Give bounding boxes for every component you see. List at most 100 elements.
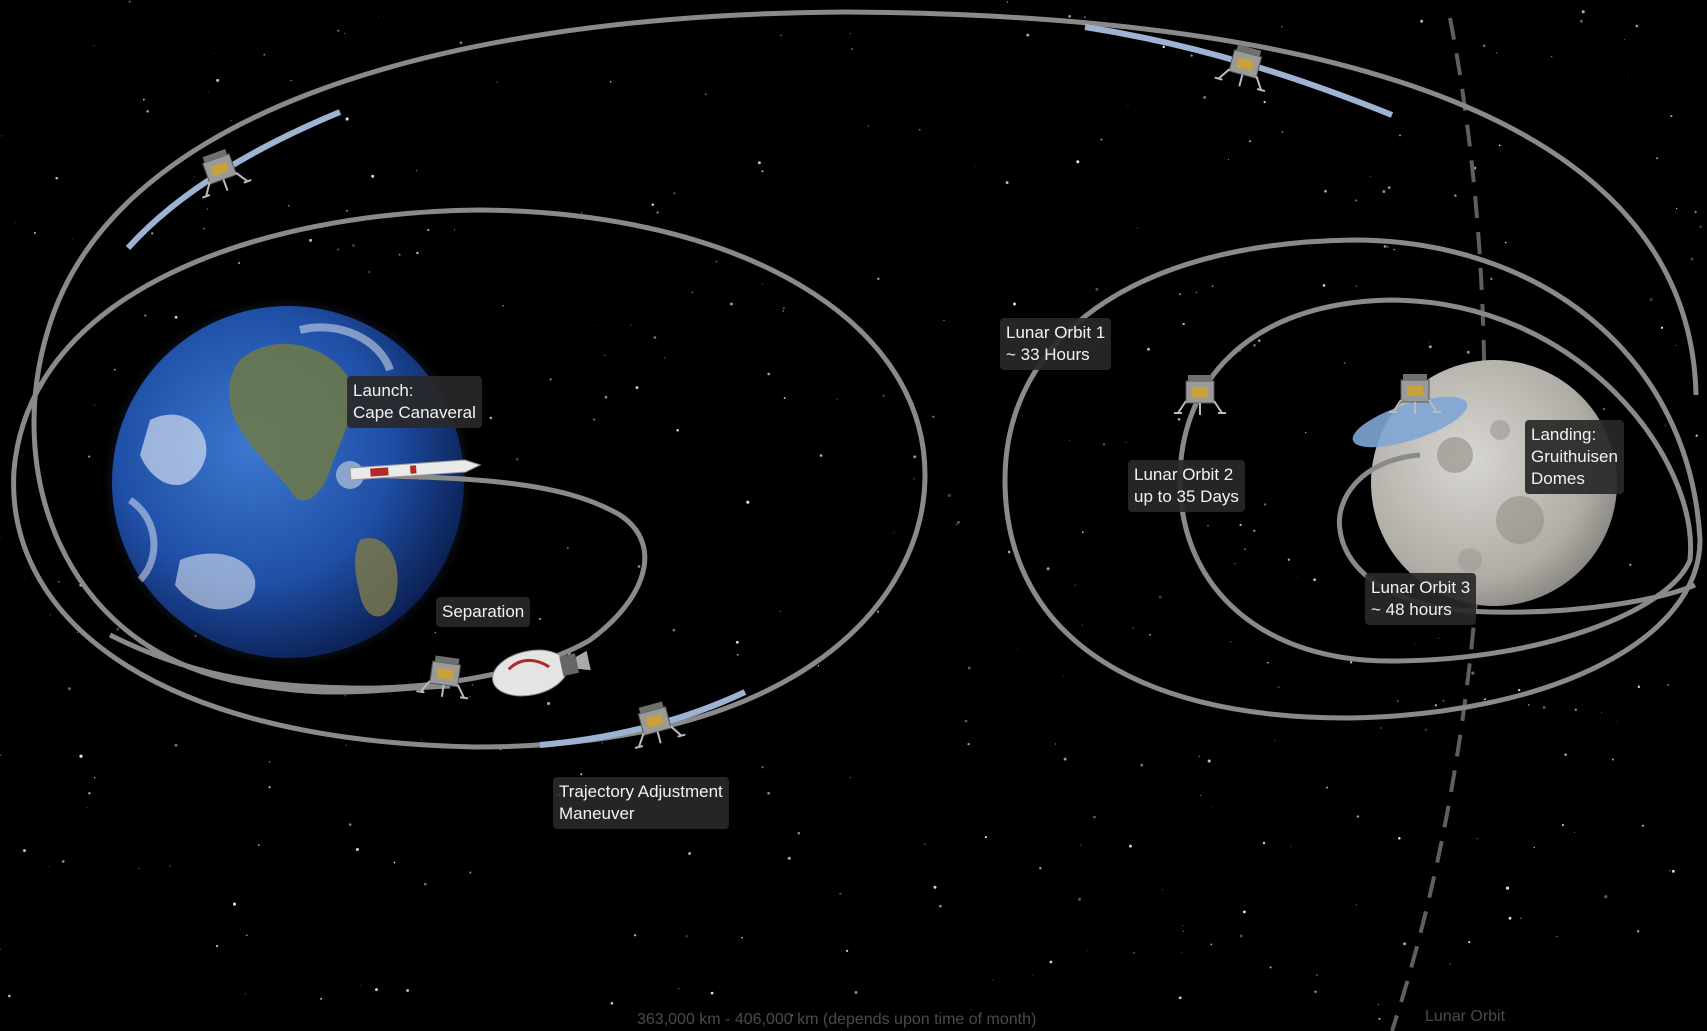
star bbox=[672, 628, 676, 632]
star bbox=[1690, 257, 1694, 261]
star bbox=[1074, 584, 1077, 586]
star bbox=[1100, 138, 1103, 141]
star bbox=[375, 988, 378, 992]
star bbox=[1274, 740, 1276, 742]
star bbox=[918, 128, 921, 131]
star bbox=[1326, 786, 1328, 789]
lunar-orbit-dashed-path bbox=[1390, 17, 1487, 1031]
star bbox=[1244, 904, 1246, 906]
star bbox=[1676, 207, 1678, 210]
star bbox=[850, 777, 852, 778]
star bbox=[1387, 186, 1391, 190]
landing-label-line: Landing: bbox=[1531, 425, 1597, 444]
star bbox=[378, 15, 379, 17]
star bbox=[549, 378, 552, 381]
star bbox=[245, 934, 248, 937]
star bbox=[690, 647, 691, 649]
star bbox=[1158, 595, 1162, 599]
star bbox=[1086, 950, 1088, 952]
star bbox=[1579, 19, 1583, 23]
star bbox=[1482, 44, 1486, 48]
star bbox=[1542, 705, 1546, 709]
star bbox=[951, 612, 953, 614]
star bbox=[1611, 758, 1615, 761]
star bbox=[1360, 792, 1362, 794]
distance-caption: 363,000 km - 406,000 km (depends upon ti… bbox=[637, 1011, 1037, 1028]
lunar-orbit-1-label-line: Lunar Orbit 1 bbox=[1006, 323, 1106, 342]
star bbox=[94, 404, 96, 406]
star bbox=[849, 33, 851, 35]
star bbox=[1068, 15, 1071, 18]
star bbox=[1296, 577, 1298, 579]
star bbox=[1032, 974, 1034, 976]
star bbox=[1153, 206, 1155, 208]
star bbox=[24, 577, 26, 578]
trajectory-adjustment-label: Trajectory Adjustment Maneuver bbox=[553, 777, 729, 829]
star bbox=[1078, 897, 1081, 901]
star bbox=[876, 610, 880, 613]
star bbox=[1147, 347, 1150, 351]
phasing-orbit-path bbox=[11, 207, 928, 750]
star bbox=[1305, 431, 1307, 434]
star bbox=[604, 354, 606, 356]
star bbox=[136, 111, 138, 113]
upper-stage-icon bbox=[492, 649, 591, 697]
star bbox=[779, 34, 783, 37]
star bbox=[1442, 699, 1445, 702]
star bbox=[1162, 45, 1165, 49]
star bbox=[1476, 838, 1478, 840]
star bbox=[427, 228, 430, 232]
star bbox=[580, 211, 584, 214]
star bbox=[653, 336, 657, 339]
star bbox=[216, 78, 220, 82]
star bbox=[913, 455, 917, 459]
landing-label-line: Gruithuisen bbox=[1531, 447, 1618, 466]
star bbox=[1604, 895, 1608, 899]
star bbox=[1616, 720, 1618, 723]
star bbox=[1564, 753, 1567, 756]
star bbox=[1505, 886, 1510, 890]
star bbox=[1561, 823, 1565, 827]
star bbox=[1484, 698, 1487, 701]
star bbox=[1623, 39, 1625, 41]
landing-site-marker bbox=[1352, 396, 1468, 448]
star bbox=[1093, 815, 1096, 819]
star bbox=[782, 309, 785, 312]
star bbox=[637, 565, 641, 568]
star bbox=[967, 742, 970, 746]
star bbox=[845, 949, 849, 953]
star bbox=[566, 547, 569, 550]
star bbox=[208, 91, 209, 93]
star bbox=[767, 791, 770, 795]
star bbox=[1046, 567, 1050, 571]
star bbox=[1414, 644, 1416, 646]
star bbox=[459, 41, 463, 45]
star bbox=[633, 934, 637, 937]
star bbox=[715, 260, 718, 263]
star bbox=[746, 500, 750, 504]
star bbox=[93, 45, 95, 47]
star bbox=[1517, 688, 1521, 692]
star bbox=[705, 93, 707, 95]
star bbox=[1081, 624, 1083, 626]
star bbox=[416, 251, 419, 255]
star bbox=[1211, 285, 1214, 287]
star bbox=[851, 48, 853, 51]
star bbox=[174, 744, 178, 747]
star bbox=[1466, 350, 1470, 354]
star bbox=[489, 416, 493, 420]
star bbox=[1399, 134, 1401, 137]
star bbox=[1671, 869, 1675, 873]
star bbox=[502, 304, 504, 307]
star bbox=[1063, 757, 1067, 761]
star bbox=[710, 991, 714, 995]
star bbox=[1239, 934, 1243, 938]
star bbox=[761, 283, 763, 285]
star bbox=[1602, 407, 1606, 411]
star bbox=[779, 610, 781, 612]
star bbox=[1140, 763, 1144, 767]
star bbox=[1258, 339, 1261, 342]
star bbox=[1180, 630, 1182, 632]
star bbox=[1181, 952, 1183, 954]
